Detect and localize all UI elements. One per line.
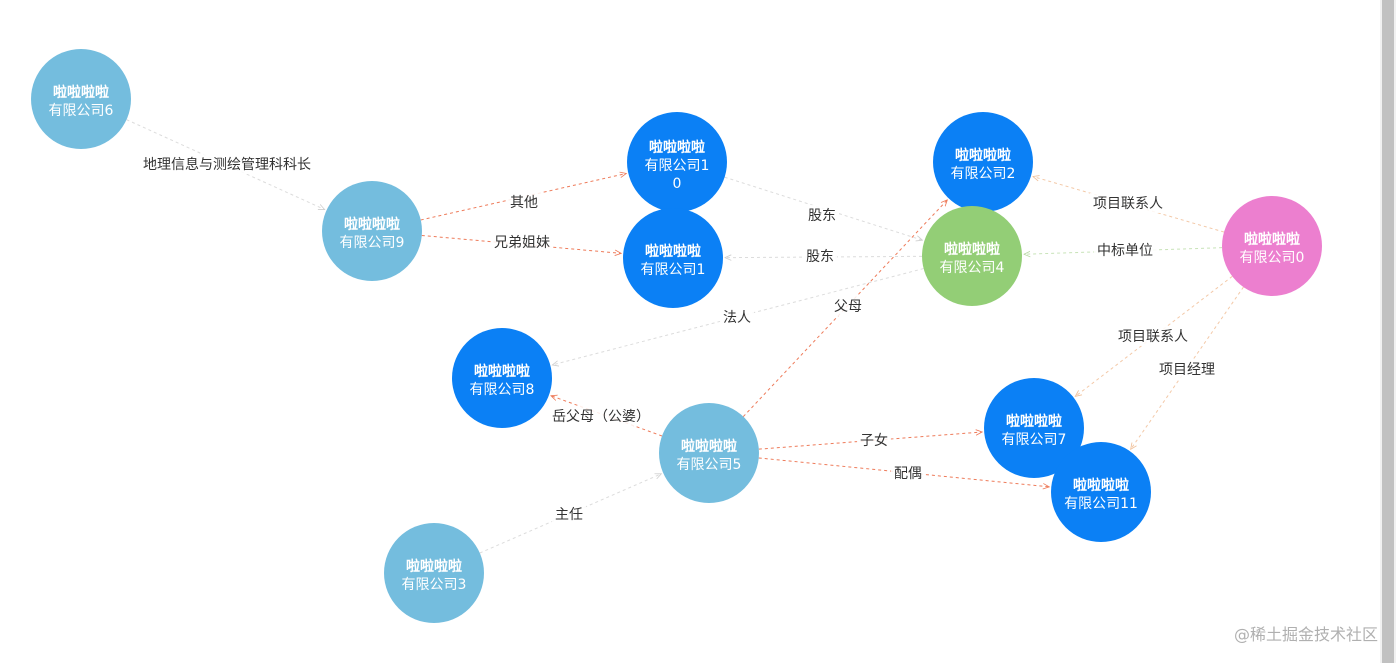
edge-label-n4-n1: 股东 <box>806 249 834 265</box>
node-label-line1: 啦啦啦啦 <box>645 243 701 260</box>
node-label-line1: 啦啦啦啦 <box>955 147 1011 164</box>
edge-label-bg <box>491 232 553 252</box>
edge-label-n4-n8: 法人 <box>723 310 751 326</box>
edge-label-bg <box>803 246 837 266</box>
edge-label-bg <box>1156 359 1218 379</box>
edge-label-bg <box>1090 193 1166 213</box>
node-label-line1: 啦啦啦啦 <box>474 363 530 380</box>
node-label-line2: 有限公司5 <box>677 457 742 473</box>
edge-label-n5-n8: 岳父母（公婆） <box>552 409 650 425</box>
edge-label-bg <box>720 307 754 327</box>
node-circle[interactable] <box>984 378 1084 478</box>
node-label-line1: 啦啦啦啦 <box>681 438 737 455</box>
node-label-line2: 有限公司6 <box>49 103 114 119</box>
node-label-line2: 有限公司0 <box>1240 250 1305 266</box>
node-label-line1: 啦啦啦啦 <box>344 216 400 233</box>
edge-label-n9-n1: 兄弟姐妹 <box>494 235 550 251</box>
node-circle[interactable] <box>452 328 552 428</box>
node-label-line2: 有限公司8 <box>470 382 535 398</box>
node-circle[interactable] <box>1222 196 1322 296</box>
edge-label-bg <box>805 205 839 225</box>
node-circle[interactable] <box>322 181 422 281</box>
node-label-line2: 有限公司4 <box>940 260 1005 276</box>
edge-n9-n10 <box>420 173 627 221</box>
node-circle[interactable] <box>31 49 131 149</box>
edge-label-n5-n2: 父母 <box>834 299 862 315</box>
edge-label-bg <box>1094 240 1156 260</box>
watermark: @稀土掘金技术社区 <box>1233 625 1378 644</box>
node-label-line1: 啦啦啦啦 <box>1073 477 1129 494</box>
scrollbar-track[interactable] <box>1380 0 1396 663</box>
node-circle[interactable] <box>1051 442 1151 542</box>
edge-label-n0-n2: 项目联系人 <box>1093 196 1163 212</box>
edge-label-n0-n4: 中标单位 <box>1097 243 1153 259</box>
edge-label-n0-n11: 项目经理 <box>1159 362 1215 378</box>
node-label-line2: 有限公司2 <box>951 166 1016 182</box>
node-label-line2: 有限公司9 <box>340 235 405 251</box>
edge-n5-n2 <box>742 200 947 417</box>
node-label-line1: 啦啦啦啦 <box>53 84 109 101</box>
edge-n5-n8 <box>551 396 663 437</box>
node-label-line1: 啦啦啦啦 <box>406 558 462 575</box>
node-label-line3: 0 <box>673 176 682 192</box>
node-label-line2: 有限公司1 <box>645 158 710 174</box>
node-label-line1: 啦啦啦啦 <box>1006 413 1062 430</box>
node-circle[interactable] <box>384 523 484 623</box>
node-label-line2: 有限公司3 <box>402 577 467 593</box>
edge-label-bg <box>507 192 541 212</box>
node-label-line1: 啦啦啦啦 <box>649 139 705 156</box>
edge-label-n10-n4: 股东 <box>808 208 836 224</box>
node-circle[interactable] <box>933 112 1033 212</box>
edge-label-bg <box>549 406 653 426</box>
edge-label-n3-n5: 主任 <box>555 507 583 523</box>
edge-label-n5-n7: 子女 <box>860 432 888 449</box>
edge-label-bg <box>831 296 865 316</box>
node-label-line1: 啦啦啦啦 <box>944 241 1000 258</box>
edge-label-bg <box>891 463 925 483</box>
edge-labels-layer: 地理信息与测绘管理科科长其他兄弟姐妹股东股东项目联系人中标单位法人父母项目联系人… <box>140 154 1218 524</box>
node-label-line2: 有限公司11 <box>1064 496 1138 512</box>
nodes-layer: 啦啦啦啦有限公司6啦啦啦啦有限公司9啦啦啦啦有限公司10啦啦啦啦有限公司1啦啦啦… <box>31 49 1322 623</box>
edge-label-n0-n7: 项目联系人 <box>1118 329 1188 345</box>
edge-label-bg <box>1115 326 1191 346</box>
edge-label-bg <box>857 430 891 450</box>
edge-n5-n7 <box>758 432 982 450</box>
node-circle[interactable] <box>623 208 723 308</box>
scrollbar-thumb[interactable] <box>1382 0 1394 663</box>
node-label-line2: 有限公司1 <box>641 262 706 278</box>
node-circle[interactable] <box>659 403 759 503</box>
edge-label-bg <box>140 154 314 174</box>
edge-label-n5-n11: 配偶 <box>894 466 922 482</box>
node-circle[interactable] <box>922 206 1022 306</box>
edge-label-n6-n9: 地理信息与测绘管理科科长 <box>143 156 311 173</box>
edge-label-n9-n10: 其他 <box>510 195 538 211</box>
node-label-line1: 啦啦啦啦 <box>1244 231 1300 248</box>
edge-n4-n8 <box>552 268 924 365</box>
node-label-line2: 有限公司7 <box>1002 432 1067 448</box>
node-circle[interactable] <box>627 112 727 212</box>
edge-label-bg <box>552 504 586 524</box>
